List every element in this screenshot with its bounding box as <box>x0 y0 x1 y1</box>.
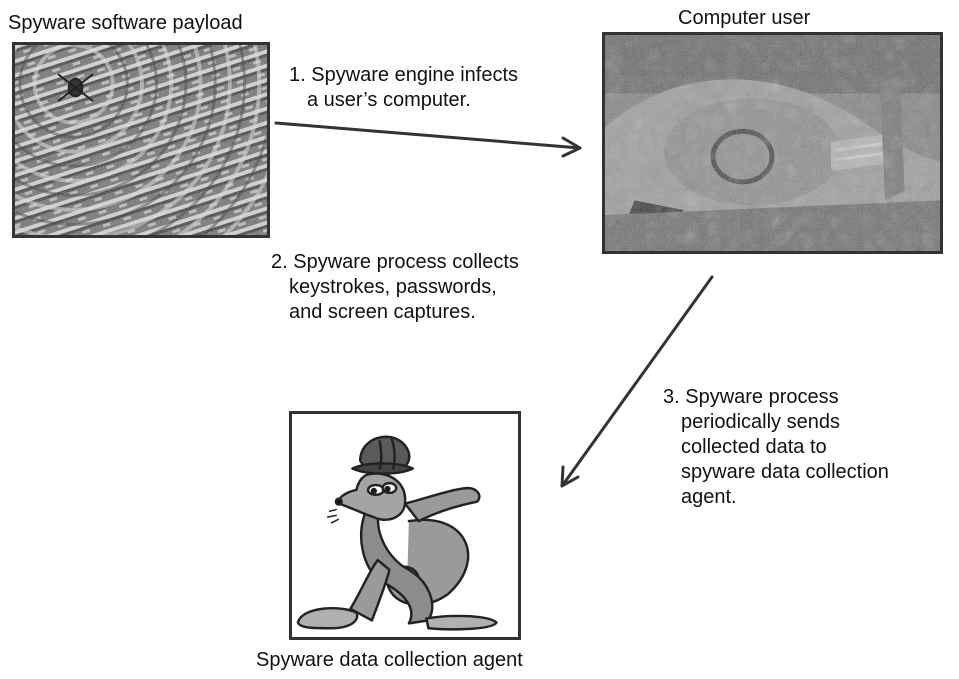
step-2-line-3: and screen captures. <box>289 301 476 323</box>
sneaky-character-icon <box>296 435 498 631</box>
step-3-line-3: collected data to <box>681 436 827 458</box>
step-3-line-1: 3. Spyware process <box>663 386 839 408</box>
computer-user-image <box>602 32 943 254</box>
payload-label: Spyware software payload <box>8 12 243 34</box>
step-3-line-2: periodically sends <box>681 411 840 433</box>
step-1-line-1: 1. Spyware engine infects <box>289 64 519 86</box>
step-3-line-5: agent. <box>681 486 737 508</box>
computer-user-label: Computer user <box>678 7 811 29</box>
spider-web-icon <box>15 45 267 235</box>
infect-arrow <box>274 121 582 150</box>
step-2-line-2: keystrokes, passwords, <box>289 276 497 298</box>
step-3-text: 3. Spyware process periodically sends co… <box>663 385 889 510</box>
agent-label: Spyware data collection agent <box>256 649 523 671</box>
infect-arrowhead <box>561 136 582 158</box>
send-data-arrowhead <box>560 465 580 488</box>
collection-agent-image <box>289 411 521 640</box>
step-1-line-2: a user’s computer. <box>307 89 471 111</box>
user-at-computer-icon <box>605 35 940 251</box>
spyware-payload-image <box>12 42 270 238</box>
step-3-line-4: spyware data collection <box>681 461 889 483</box>
step-2-text: 2. Spyware process collects keystrokes, … <box>271 250 519 325</box>
step-2-line-1: 2. Spyware process collects <box>271 251 519 273</box>
step-1-text: 1. Spyware engine infects a user’s compu… <box>289 63 518 113</box>
